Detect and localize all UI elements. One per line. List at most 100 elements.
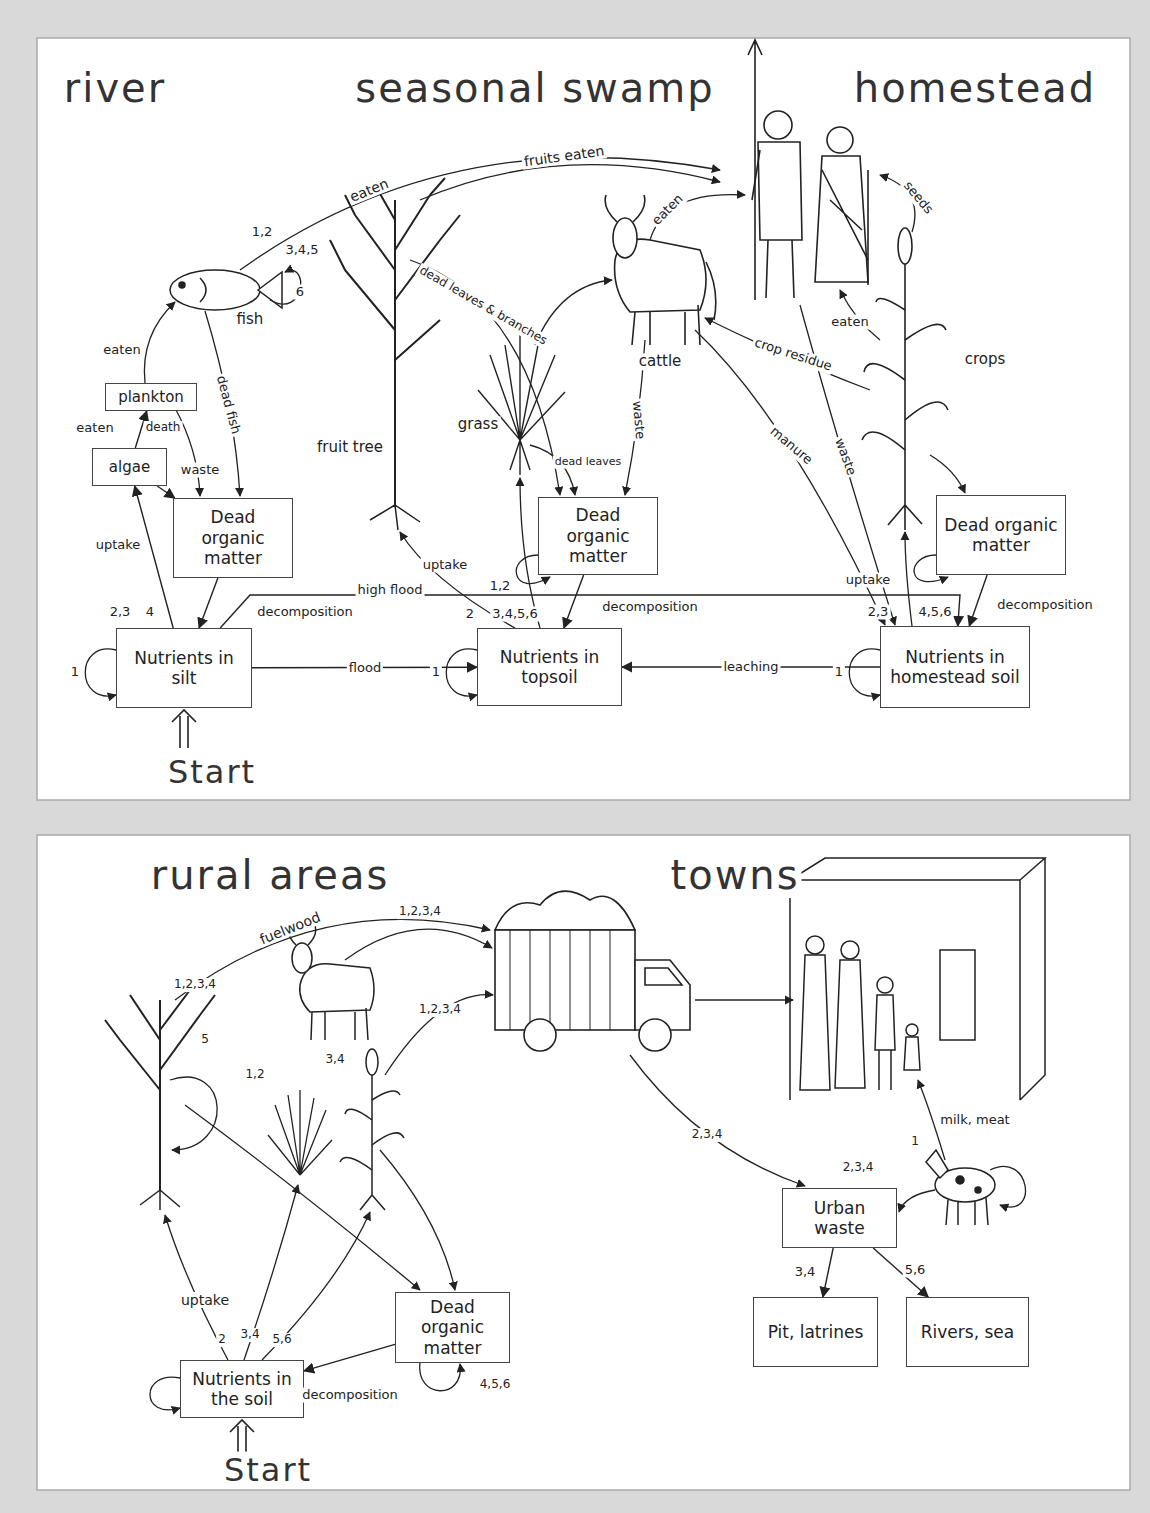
edge-label: decomposition (995, 598, 1095, 613)
flow-label: 1 (909, 1135, 921, 1149)
area-heading: seasonal swamp (353, 65, 716, 111)
leader-arrow (446, 649, 477, 696)
leader-arrow (150, 1377, 180, 1410)
text-box: Nutrients in topsoil (477, 628, 622, 706)
flow-arrow (220, 595, 960, 628)
text-box: Nutrients in homestead soil (880, 626, 1030, 708)
flow-label: 3,4,5,6 (490, 607, 539, 622)
flow-label: 5,6 (270, 1333, 293, 1347)
leader-arrow (695, 999, 793, 1000)
flow-arrow (823, 1248, 833, 1297)
leader-arrow (800, 305, 895, 625)
leader-arrow (185, 1105, 420, 1290)
text-box: algae (92, 448, 167, 486)
leader-arrow (990, 1166, 1025, 1207)
crops-drawing (366, 1049, 378, 1075)
town-people-drawing (806, 936, 824, 954)
leader-arrow (262, 1212, 370, 1360)
area-heading: rural areas (149, 852, 392, 898)
box-text: Dead organic matter (180, 507, 286, 568)
flow-arrow (157, 486, 175, 498)
tree-drawing (140, 1190, 180, 1210)
truck-drawing (495, 891, 635, 930)
area-heading: Start (166, 754, 258, 791)
text-box: Dead organic matter (936, 495, 1066, 575)
flow-arrow (304, 1344, 395, 1371)
cattle-drawing (613, 218, 637, 258)
town-people-drawing (877, 977, 893, 993)
town-people-drawing (841, 941, 859, 959)
flow-label: dead leaves (553, 456, 624, 469)
flow-label: uptake (179, 1292, 231, 1308)
people-drawing (815, 156, 868, 282)
flow-label: 1,2 (243, 1068, 266, 1082)
text-box: Nutrients in the soil (180, 1360, 304, 1418)
edge-label: leaching (721, 660, 780, 675)
leader-arrow (420, 1362, 461, 1391)
cattle-drawing (300, 964, 374, 1012)
edge-label: flood (347, 661, 383, 676)
leader-arrow (240, 158, 720, 271)
town-people-drawing (800, 936, 920, 1090)
flow-label: cattle (637, 353, 684, 370)
leader-arrow (520, 478, 540, 628)
flow-label: 1,2,3,4 (397, 905, 443, 919)
crops-drawing (340, 1091, 404, 1210)
text-box: Nutrients in silt (116, 628, 252, 708)
flow-label: crops (963, 351, 1008, 368)
box-text: Nutrients in silt (123, 648, 245, 689)
text-box: Dead organic matter (173, 498, 293, 578)
fish-drawing (258, 272, 282, 308)
grass-drawing (268, 1090, 332, 1175)
flow-arrow (135, 486, 174, 628)
fish-drawing (200, 278, 206, 302)
cattle-drawing (288, 926, 368, 1040)
box-text: Rivers, sea (921, 1322, 1014, 1342)
flow-label: uptake (844, 573, 893, 588)
flow-label: 2,3,4 (841, 1161, 876, 1175)
start-arrow (230, 1420, 254, 1452)
tree-drawing (105, 990, 215, 1210)
flow-label: 2,3 (108, 605, 133, 620)
cattle-drawing (288, 926, 374, 1040)
flow-label: waste (629, 398, 648, 442)
edge-label: eaten (74, 421, 115, 436)
leader-arrow (150, 919, 1025, 1410)
leader-arrow (849, 649, 880, 696)
flow-arrow (199, 578, 218, 628)
leader-arrow (175, 919, 490, 1000)
flow-label: 1,2,3,4 (417, 1003, 463, 1017)
area-heading: river (62, 65, 168, 111)
leader-arrow (85, 649, 116, 696)
town-people-drawing (906, 1024, 918, 1036)
edge-label: 5,6 (903, 1263, 928, 1278)
text-box: Rivers, sea (906, 1297, 1029, 1367)
flow-label: 1,2 (250, 225, 275, 240)
goat-drawing (956, 1176, 964, 1184)
box-text: Nutrients in the soil (187, 1369, 297, 1410)
panel (37, 38, 1130, 800)
fish-drawing (179, 282, 185, 288)
truck-drawing (495, 930, 635, 1030)
leader-arrow (165, 1215, 228, 1360)
goat-drawing (926, 1150, 995, 1225)
area-heading: Start (222, 1452, 314, 1489)
edge-label: decomposition (255, 605, 355, 620)
tree-drawing (105, 990, 215, 1190)
truck-drawing (510, 930, 610, 1030)
panel (37, 38, 1130, 1490)
flow-arrow (873, 1248, 928, 1297)
flow-label: eaten (101, 343, 142, 358)
flow-label: 1 (69, 665, 81, 680)
town-people-drawing (904, 1037, 920, 1070)
tree-drawing (330, 178, 460, 530)
flow-label: uptake (421, 558, 470, 573)
panel (37, 835, 1130, 1490)
tree-drawing (370, 505, 420, 530)
truck-drawing (495, 891, 690, 1051)
people-drawing (867, 170, 869, 285)
box-text: Urban waste (789, 1198, 890, 1239)
text-box: Urban waste (782, 1188, 897, 1248)
building-drawing (940, 950, 975, 1040)
